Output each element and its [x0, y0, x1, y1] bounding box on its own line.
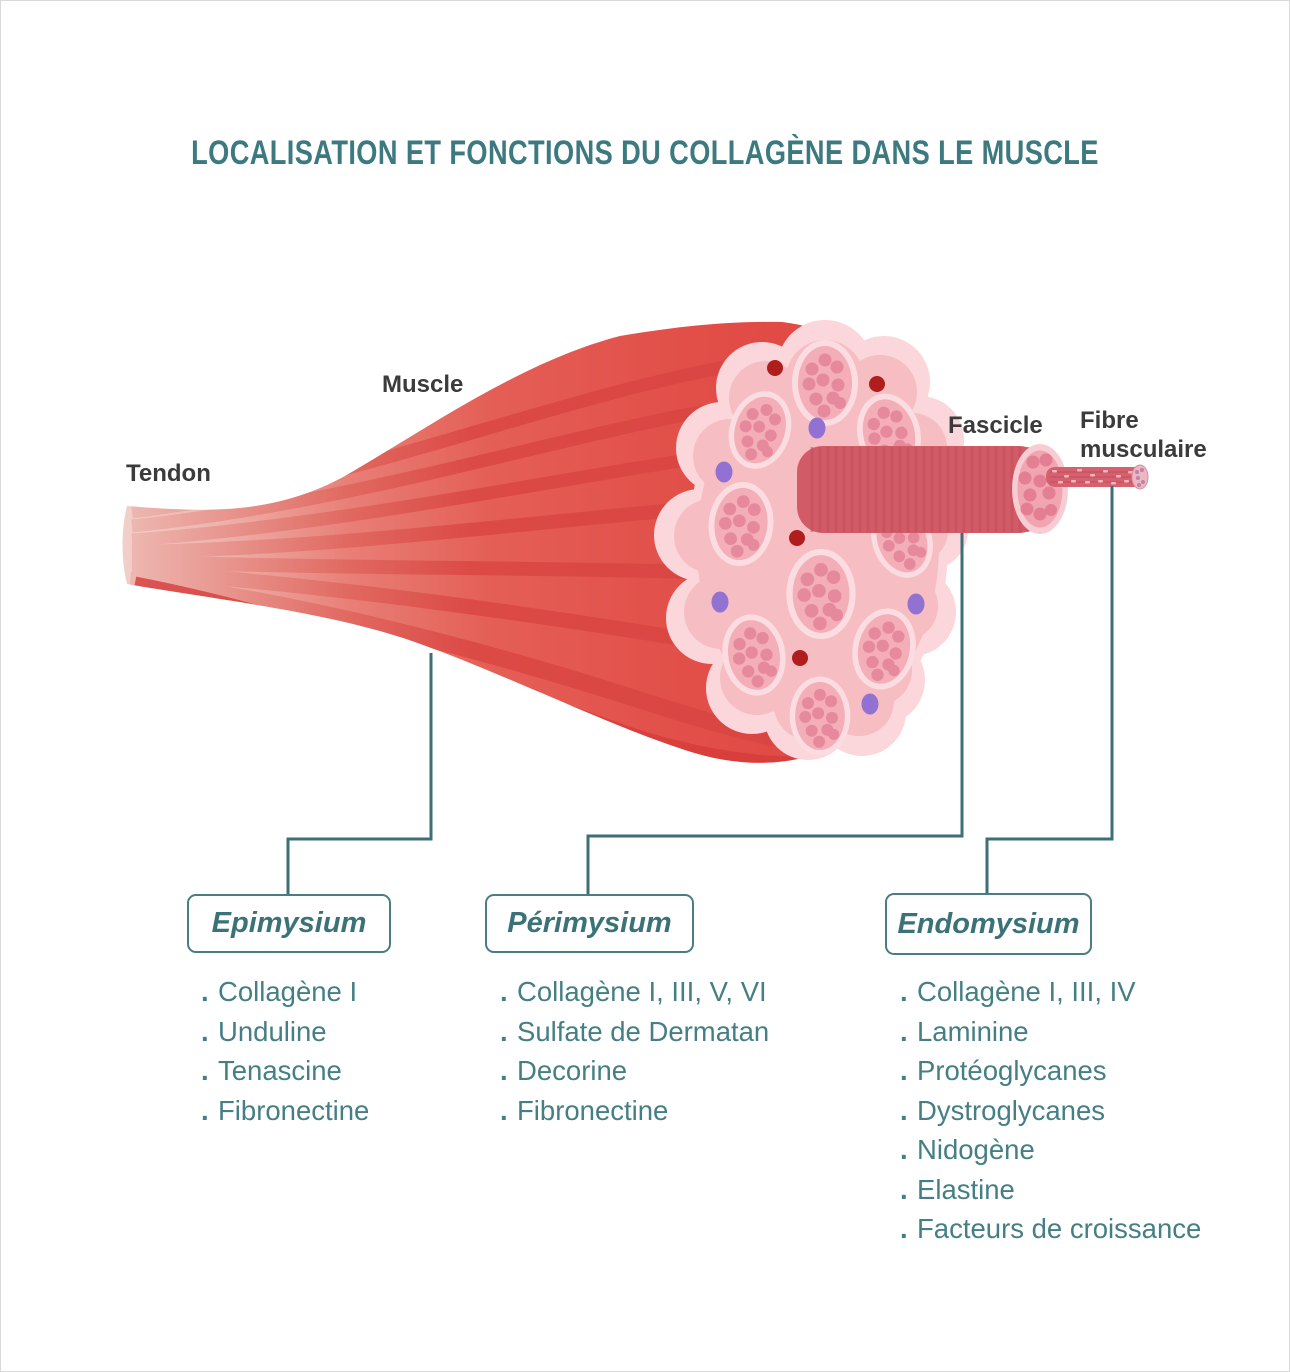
tendon-label: Tendon [126, 460, 211, 487]
list-item: . Nidogène [900, 1132, 1201, 1172]
connector-line-perimysium [586, 533, 964, 896]
bullet: . [201, 1094, 209, 1126]
list-item-text: Laminine [917, 1015, 1029, 1047]
list-item: . Dystroglycanes [900, 1093, 1201, 1133]
muscle-fiber-label-line2: musculaire [1080, 436, 1207, 463]
bullet: . [900, 1094, 908, 1126]
muscle-fiber [1046, 464, 1149, 490]
list-item: . Tenascine [201, 1053, 369, 1093]
list-item: . Collagène I [201, 974, 369, 1014]
list-item-text: Tenascine [218, 1055, 342, 1086]
list-item-text: Nidogène [917, 1134, 1035, 1165]
list-item: . Collagène I, III, V, VI [500, 974, 769, 1014]
list-item-text: Collagène I, III, IV [917, 976, 1136, 1007]
list-item: . Unduline [201, 1014, 369, 1054]
connector-line-epimysium [286, 653, 433, 896]
bullet: . [900, 1213, 908, 1244]
connector-line-endomysium [985, 486, 1114, 895]
endomysium-box-label: Endomysium [897, 907, 1080, 940]
bullet: . [500, 1015, 508, 1047]
list-item-text: Unduline [218, 1015, 327, 1047]
list-item: . Collagène I, III, IV [900, 974, 1201, 1014]
bullet: . [201, 1055, 209, 1086]
epimysium-box-label: Epimysium [211, 907, 367, 939]
list-item: . Fibronectine [500, 1093, 769, 1133]
list-item: . Sulfate de Dermatan [500, 1014, 769, 1054]
list-item-text: Dystroglycanes [917, 1094, 1105, 1126]
muscle-fiber-label-line1: Fibre [1080, 407, 1139, 434]
bullet: . [500, 1055, 508, 1086]
bullet: . [900, 1134, 908, 1165]
page-title: LOCALISATION ET FONCTIONS DU COLLAGÈNE D… [191, 134, 1099, 172]
bullet: . [900, 976, 908, 1007]
list-item-text: Collagène I [218, 976, 358, 1007]
list-item: . Elastine [900, 1172, 1201, 1212]
bullet: . [900, 1015, 908, 1047]
bullet: . [900, 1173, 908, 1205]
capillary-dots [767, 360, 885, 666]
fascicle-cut-face [1012, 444, 1068, 534]
list-item: . Fibronectine [201, 1093, 369, 1133]
list-item: . Facteurs de croissance [900, 1211, 1201, 1251]
endomysium-list: . Collagène I, III, IV. Laminine. Protéogly… [900, 974, 1201, 1251]
fascicle-label: Fascicle [948, 412, 1043, 439]
fiber-cut-face [1131, 464, 1149, 490]
list-item-text: Facteurs de croissance [917, 1213, 1202, 1244]
bullet: . [500, 976, 508, 1007]
list-item: . Decorine [500, 1053, 769, 1093]
list-item-text: Protéoglycanes [917, 1055, 1107, 1086]
list-item-text: Fibronectine [218, 1094, 370, 1126]
list-item-text: Fibronectine [517, 1094, 669, 1126]
epimysium-box: Epimysium [187, 894, 391, 953]
bullet: . [500, 1094, 508, 1126]
list-item: . Laminine [900, 1014, 1201, 1054]
perimysium-box: Périmysium [485, 894, 694, 953]
list-item-text: Sulfate de Dermatan [517, 1015, 770, 1047]
bullet: . [201, 976, 209, 1007]
muscle-fiber-label: Fibre musculaire [1080, 406, 1207, 464]
endomysium-box: Endomysium [885, 893, 1092, 955]
bullet: . [900, 1055, 908, 1086]
perimysium-box-label: Périmysium [507, 907, 672, 939]
list-item-text: Elastine [917, 1173, 1015, 1205]
nerve-dots [711, 417, 925, 715]
epimysium-list: . Collagène I. Unduline. Tenascine. Fibronec… [201, 974, 369, 1132]
fascicle-cylinder [797, 444, 1068, 534]
bullet: . [201, 1015, 209, 1047]
list-item-text: Decorine [517, 1055, 628, 1086]
list-item: . Protéoglycanes [900, 1053, 1201, 1093]
perimysium-list: . Collagène I, III, V, VI. Sulfate de Derm… [500, 974, 769, 1132]
list-item-text: Collagène I, III, V, VI [517, 976, 767, 1007]
muscle-label: Muscle [382, 371, 464, 398]
